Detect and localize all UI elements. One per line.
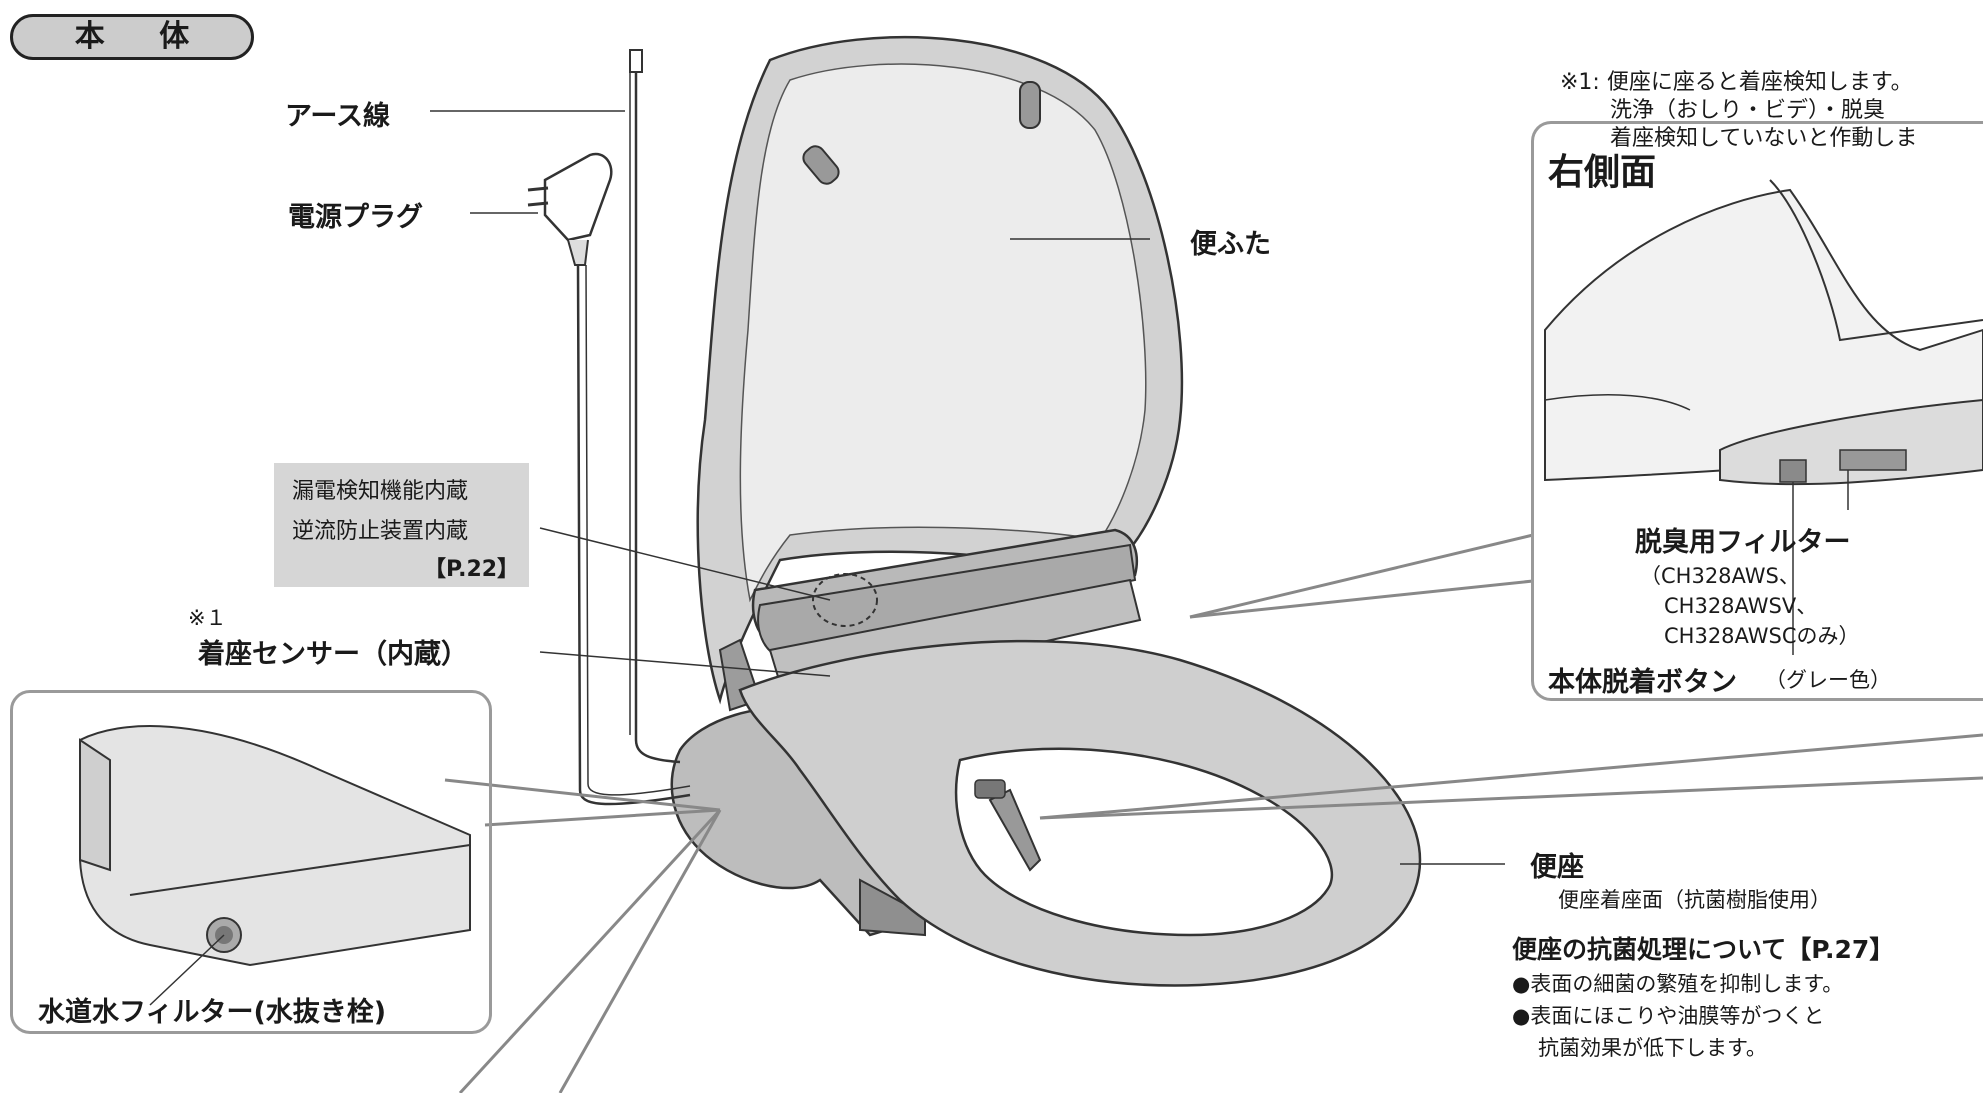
note1-line2: 洗浄（おしり・ビデ）・脱臭	[1610, 98, 1886, 123]
gray-box-line2: 逆流防止装置内蔵	[292, 519, 469, 544]
seat-sensor-note-mark: ※１	[188, 606, 227, 630]
antibacterial-bullet2: ●表面にほこりや油膜等がつくと	[1512, 1004, 1825, 1028]
antibacterial-bullet3: 抗菌効果が低下します。	[1538, 1036, 1767, 1060]
side-view-illustration	[79, 725, 471, 1006]
models-line1: （CH328AWS、	[1640, 564, 1800, 588]
power-plug	[543, 152, 613, 242]
right-callout-title: 右側面	[1548, 152, 1657, 193]
models-line2: CH328AWSV、	[1664, 594, 1818, 618]
label-lid: 便ふた	[1190, 229, 1271, 260]
label-earth-wire: アース線	[285, 101, 391, 132]
leader-lines	[430, 110, 1505, 865]
antibacterial-heading: 便座の抗菌処理について【P.27】	[1512, 935, 1895, 964]
label-water-filter: 水道水フィルター(水抜き栓)	[38, 997, 387, 1028]
lid-bumper	[1019, 81, 1041, 129]
gray-box-page-ref: 【P.22】	[424, 557, 520, 582]
water-filter-callout	[10, 690, 492, 1034]
label-power-plug: 電源プラグ	[288, 202, 423, 233]
note1-line3: 着座検知していないと作動しま	[1610, 126, 1918, 151]
antibacterial-bullet1: ●表面の細菌の繁殖を抑制します。	[1512, 972, 1844, 996]
label-seat: 便座	[1530, 852, 1584, 883]
label-deodor-filter: 脱臭用フィルター	[1635, 527, 1851, 558]
right-side-illustration	[1544, 179, 1983, 655]
label-release-button: 本体脱着ボタン	[1548, 667, 1737, 698]
models-line3: CH328AWSCのみ）	[1664, 624, 1860, 648]
release-button-note: （グレー色）	[1765, 668, 1891, 692]
right-side-callout	[1531, 121, 1983, 701]
section-tag: 本 体	[10, 14, 254, 60]
deodor-filter	[1839, 449, 1907, 471]
earth-wire-terminal	[629, 49, 643, 73]
sensor-circle	[812, 573, 878, 627]
leak-detection-box: 漏電検知機能内蔵 逆流防止装置内蔵 【P.22】	[274, 463, 529, 587]
note1-line1: ※1: 便座に座ると着座検知します。	[1560, 70, 1913, 95]
gray-box-line1: 漏電検知機能内蔵	[292, 479, 469, 504]
lid-bumper	[802, 145, 840, 185]
label-seat-sensor: 着座センサー（内蔵）	[198, 639, 468, 670]
label-seat-surface: 便座着座面（抗菌樹脂使用）	[1558, 888, 1831, 912]
